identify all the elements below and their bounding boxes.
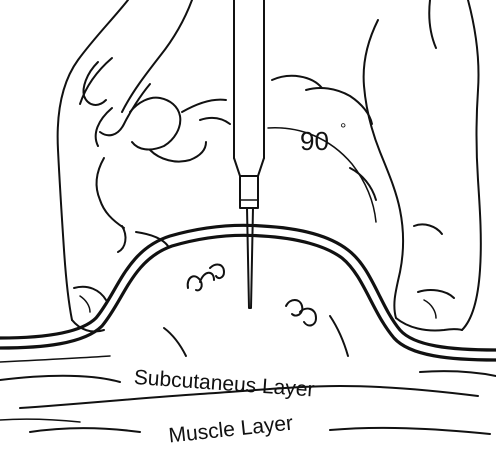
degree-symbol: ° (340, 121, 346, 138)
right-hand (272, 0, 481, 331)
needle (247, 208, 253, 308)
subcutaneous-tissue-marks (164, 265, 348, 356)
angle-label: 90 (300, 126, 329, 156)
left-hand (58, 0, 230, 332)
muscle-layer-label: Muscle Layer (168, 412, 295, 448)
syringe (234, 0, 264, 308)
